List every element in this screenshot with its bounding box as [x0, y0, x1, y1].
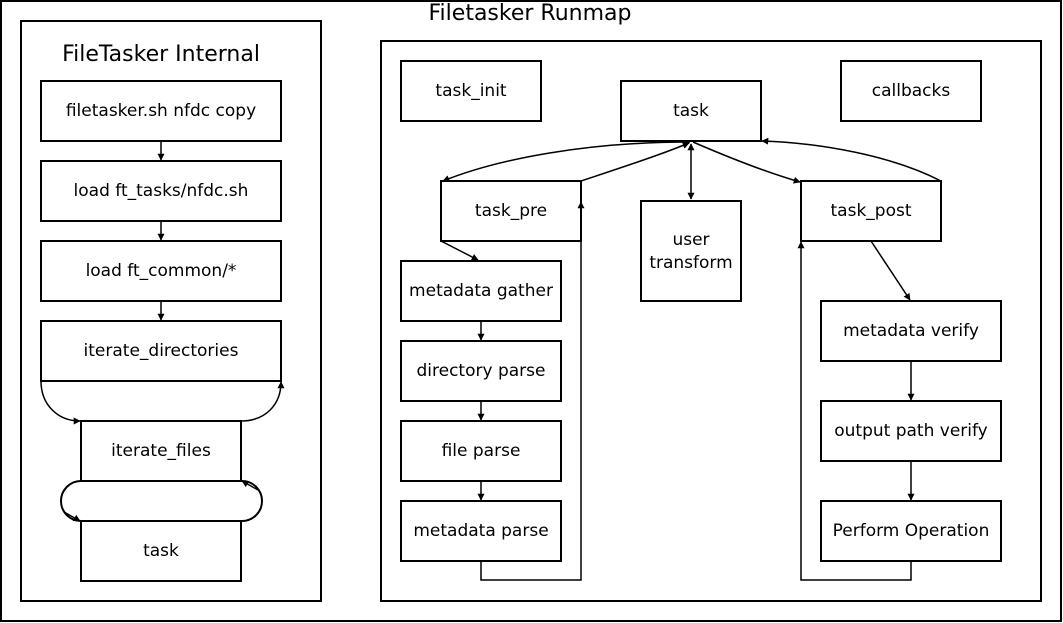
svg-text:iterate_files: iterate_files	[111, 441, 211, 461]
internal-step-filetasker: filetasker.sh nfdc copy	[40, 80, 282, 142]
files-loop-pill	[60, 480, 263, 522]
arrow-pre-to-task	[580, 142, 690, 182]
pre-step-metadata-gather: metadata gather	[400, 260, 562, 322]
pre-step-directory-parse: directory parse	[400, 340, 562, 402]
arrow-post-to-task	[761, 137, 942, 182]
arrow-pre-to-gather	[440, 240, 479, 261]
diagram-title: Filetasker Runmap	[429, 1, 632, 26]
pre-step-metadata-parse: metadata parse	[400, 500, 562, 562]
post-step-metadata-verify: metadata verify	[820, 300, 1002, 362]
arrow-post-to-verify	[870, 240, 911, 301]
internal-step-iterate-directories: iterate_directories	[40, 320, 282, 382]
arrow-pill-right	[241, 480, 259, 491]
svg-text:task: task	[673, 101, 709, 121]
svg-text:task_pre: task_pre	[475, 201, 547, 221]
svg-text:task_post: task_post	[831, 201, 912, 221]
svg-text:user: user	[672, 230, 709, 250]
runmap-task-init: task_init	[400, 60, 542, 122]
svg-text:Perform Operation: Perform Operation	[833, 521, 990, 541]
runmap-task-pre: task_pre	[440, 180, 582, 242]
internal-step-iterate-files: iterate_files	[80, 420, 242, 482]
arrow-task-to-post	[692, 141, 801, 184]
svg-text:output path verify: output path verify	[834, 421, 988, 441]
internal-frame	[20, 20, 322, 602]
runmap-task: task	[620, 80, 762, 142]
arrow-task-to-pre	[442, 141, 691, 182]
arrow-dirs-to-files	[40, 380, 81, 425]
svg-text:transform: transform	[649, 253, 732, 273]
runmap-callbacks: callbacks	[840, 60, 982, 122]
svg-text:metadata gather: metadata gather	[409, 281, 553, 301]
svg-text:callbacks: callbacks	[872, 81, 951, 101]
svg-text:metadata parse: metadata parse	[413, 521, 548, 541]
svg-text:file parse: file parse	[442, 441, 521, 461]
internal-step-task: task	[80, 520, 242, 582]
arrow-perform-return-post	[797, 241, 912, 581]
post-step-output-path-verify: output path verify	[820, 400, 1002, 462]
svg-text:task_init: task_init	[435, 81, 507, 101]
internal-step-load-tasks: load ft_tasks/nfdc.sh	[40, 160, 282, 222]
internal-step-load-common: load ft_common/*	[40, 240, 282, 302]
svg-text:filetasker.sh nfdc copy: filetasker.sh nfdc copy	[66, 101, 256, 121]
svg-text:load ft_common/*: load ft_common/*	[86, 261, 237, 281]
arrow-pill-left	[63, 511, 81, 522]
svg-text:metadata verify: metadata verify	[843, 321, 979, 341]
arrow-meta-return-pre	[480, 201, 585, 581]
svg-text:load ft_tasks/nfdc.sh: load ft_tasks/nfdc.sh	[74, 181, 249, 201]
runmap-frame	[380, 40, 1042, 602]
runmap-user-transform: user transform	[640, 200, 742, 302]
internal-title: FileTasker Internal	[62, 42, 260, 67]
post-step-perform-operation: Perform Operation	[820, 500, 1002, 562]
runmap-task-post: task_post	[800, 180, 942, 242]
svg-text:task: task	[143, 541, 179, 561]
svg-text:iterate_directories: iterate_directories	[84, 341, 239, 361]
pre-step-file-parse: file parse	[400, 420, 562, 482]
arrow-files-loop-back	[240, 381, 285, 422]
svg-text:directory parse: directory parse	[417, 361, 546, 381]
